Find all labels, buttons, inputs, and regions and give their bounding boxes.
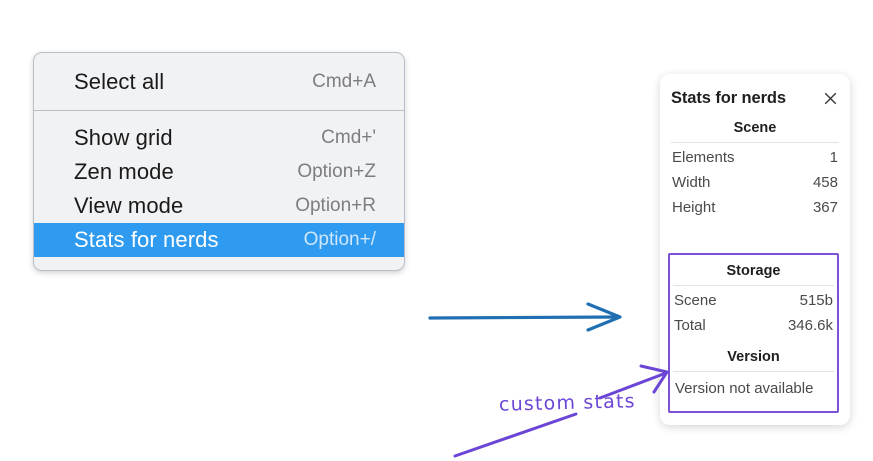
stats-row-key: Scene xyxy=(674,292,717,309)
custom-stats-region: Storage Scene 515b Total 346.6k Version … xyxy=(668,253,839,413)
stats-row-width: Width 458 xyxy=(670,171,840,196)
menu-item-label: Show grid xyxy=(74,125,173,150)
stats-row-value: 346.6k xyxy=(787,316,833,334)
stats-row-key: Width xyxy=(672,173,711,191)
menu-item-label: Zen mode xyxy=(74,159,174,184)
menu-item-shortcut: Option+R xyxy=(295,195,376,216)
menu-item-show-grid[interactable]: Show grid Cmd+' xyxy=(34,121,404,155)
canvas-context-menu[interactable]: Select all Cmd+A Show grid Cmd+' Zen mod… xyxy=(33,52,405,271)
stats-group-heading: Storage xyxy=(726,263,781,279)
stats-row-scene-storage: Scene 515b xyxy=(672,289,835,314)
menu-section-view: Show grid Cmd+' Zen mode Option+Z View m… xyxy=(34,111,404,270)
stats-version-value: Version not available xyxy=(675,379,814,397)
menu-item-shortcut: Cmd+' xyxy=(321,127,376,148)
menu-item-stats-for-nerds[interactable]: Stats for nerds Option+/ xyxy=(34,223,404,257)
stats-group-version: Version Version not available xyxy=(672,341,835,400)
stats-row-value: 1 xyxy=(829,149,838,166)
stats-row-total-storage: Total 346.6k xyxy=(672,314,835,339)
stats-for-nerds-panel: Stats for nerds Scene Elements 1 Width 4… xyxy=(660,74,850,425)
stats-row-elements: Elements 1 xyxy=(670,146,840,171)
stats-panel-title: Stats for nerds xyxy=(671,88,786,107)
stats-row-height: Height 367 xyxy=(670,196,840,221)
purple-underline-stroke xyxy=(453,412,578,458)
menu-section-primary: Select all Cmd+A xyxy=(34,53,404,111)
stats-group-heading: Version xyxy=(727,348,780,365)
blue-arrow xyxy=(428,302,622,332)
stats-panel-titlebar: Stats for nerds xyxy=(670,86,840,110)
menu-item-shortcut: Cmd+A xyxy=(312,71,376,92)
annotation-label-custom-stats: custom stats xyxy=(498,390,637,416)
stats-group-heading: Scene xyxy=(733,120,777,136)
divider xyxy=(671,142,839,143)
menu-item-shortcut: Option+Z xyxy=(297,161,376,182)
stats-row-key: Elements xyxy=(672,149,735,166)
menu-item-shortcut: Option+/ xyxy=(303,229,376,250)
menu-item-select-all[interactable]: Select all Cmd+A xyxy=(34,65,404,99)
stats-row-value: 515b xyxy=(799,292,833,309)
menu-item-zen-mode[interactable]: Zen mode Option+Z xyxy=(34,155,404,189)
menu-item-label: Stats for nerds xyxy=(74,227,219,252)
menu-item-view-mode[interactable]: View mode Option+R xyxy=(34,189,404,223)
stats-row-value: 367 xyxy=(812,198,838,216)
divider xyxy=(673,370,834,372)
menu-item-label: View mode xyxy=(74,193,184,218)
stats-row-key: Height xyxy=(672,198,716,216)
stats-group-scene: Scene Elements 1 Width 458 Height 367 xyxy=(670,112,840,220)
divider xyxy=(673,285,834,286)
menu-item-label: Select all xyxy=(74,69,165,94)
close-icon[interactable] xyxy=(821,89,839,107)
stats-row-value: 458 xyxy=(812,173,838,191)
stats-row-key: Total xyxy=(674,316,706,334)
stats-group-storage: Storage Scene 515b Total 346.6k xyxy=(672,255,835,339)
